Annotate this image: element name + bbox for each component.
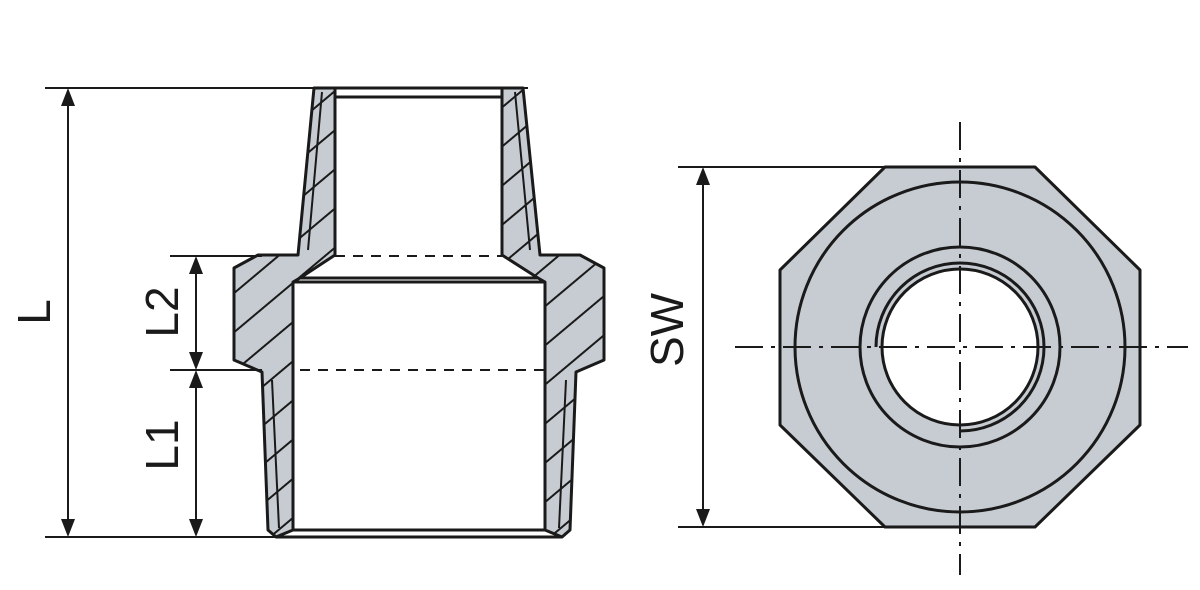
section-view: L L2 L1 — [8, 86, 606, 539]
lower-bore-outline — [276, 276, 562, 539]
label-L1: L1 — [136, 419, 188, 470]
dimension-L2 — [189, 256, 203, 370]
upper-thread-lines — [307, 91, 531, 251]
section-wall-right — [500, 86, 606, 539]
thread-runout-arc — [874, 261, 1046, 433]
extension-lines — [45, 87, 528, 538]
lower-thread-lines — [271, 379, 567, 529]
dimension-L — [61, 88, 75, 537]
sw-extension-lines — [678, 166, 885, 528]
dimension-L1 — [189, 370, 203, 537]
section-wall-left — [232, 86, 337, 539]
upper-bore-outline — [335, 86, 502, 99]
end-view: SW — [641, 122, 1188, 575]
label-L2: L2 — [136, 286, 188, 337]
label-L: L — [8, 299, 60, 325]
label-SW: SW — [641, 292, 693, 367]
dimension-SW — [696, 167, 710, 527]
